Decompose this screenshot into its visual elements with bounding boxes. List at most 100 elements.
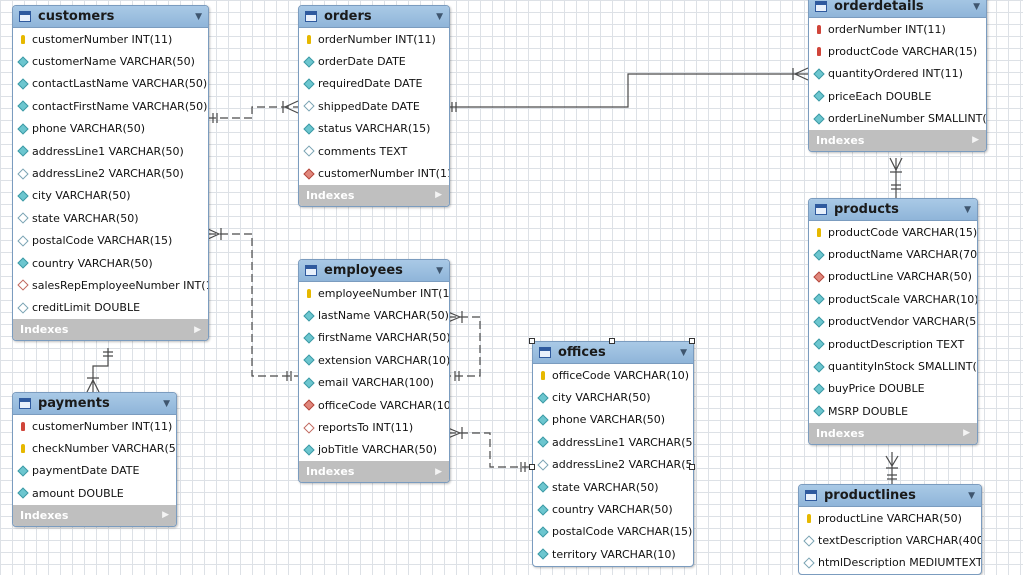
- expand-arrow-icon[interactable]: ▶: [435, 190, 442, 201]
- rel-orders-orderdetails[interactable]: [448, 73, 808, 108]
- table-header[interactable]: products▼: [809, 199, 977, 221]
- column-row[interactable]: comments TEXT: [299, 140, 449, 162]
- table-payments[interactable]: payments▼customerNumber INT(11)checkNumb…: [12, 392, 177, 527]
- column-row[interactable]: phone VARCHAR(50): [13, 118, 208, 140]
- column-row[interactable]: productVendor VARCHAR(50): [809, 311, 977, 333]
- column-row[interactable]: priceEach DOUBLE: [809, 85, 986, 107]
- column-row[interactable]: territory VARCHAR(10): [533, 543, 693, 565]
- column-row[interactable]: checkNumber VARCHAR(50): [13, 437, 176, 459]
- column-row[interactable]: amount DOUBLE: [13, 482, 176, 504]
- expand-arrow-icon[interactable]: ▶: [194, 324, 201, 335]
- table-header[interactable]: orderdetails▼: [809, 0, 986, 18]
- column-row[interactable]: customerNumber INT(11): [13, 415, 176, 437]
- column-row[interactable]: paymentDate DATE: [13, 460, 176, 482]
- rel-customers-orders[interactable]: [208, 106, 298, 119]
- column-row[interactable]: reportsTo INT(11): [299, 416, 449, 438]
- column-row[interactable]: requiredDate DATE: [299, 73, 449, 95]
- column-row[interactable]: country VARCHAR(50): [13, 252, 208, 274]
- column-row[interactable]: orderDate DATE: [299, 50, 449, 72]
- rel-employees-self[interactable]: [448, 316, 481, 377]
- indexes-section[interactable]: Indexes▶: [299, 461, 449, 483]
- chevron-down-icon[interactable]: ▼: [973, 1, 980, 12]
- resize-handle-top-right[interactable]: [689, 338, 695, 344]
- column-row[interactable]: orderLineNumber SMALLINT(6): [809, 108, 986, 130]
- column-row[interactable]: firstName VARCHAR(50): [299, 327, 449, 349]
- column-row[interactable]: country VARCHAR(50): [533, 498, 693, 520]
- column-row[interactable]: officeCode VARCHAR(10): [299, 394, 449, 416]
- column-row[interactable]: jobTitle VARCHAR(50): [299, 439, 449, 461]
- column-row[interactable]: city VARCHAR(50): [13, 185, 208, 207]
- column-row[interactable]: MSRP DOUBLE: [809, 400, 977, 422]
- column-row[interactable]: postalCode VARCHAR(15): [533, 521, 693, 543]
- column-row[interactable]: customerName VARCHAR(50): [13, 50, 208, 72]
- column-row[interactable]: customerNumber INT(11): [13, 28, 208, 50]
- column-row[interactable]: email VARCHAR(100): [299, 372, 449, 394]
- column-row[interactable]: city VARCHAR(50): [533, 386, 693, 408]
- table-header[interactable]: employees▼: [299, 260, 449, 282]
- chevron-down-icon[interactable]: ▼: [680, 347, 687, 358]
- chevron-down-icon[interactable]: ▼: [436, 265, 443, 276]
- chevron-down-icon[interactable]: ▼: [964, 204, 971, 215]
- column-row[interactable]: productLine VARCHAR(50): [799, 507, 981, 529]
- resize-handle-top-left[interactable]: [529, 338, 535, 344]
- column-row[interactable]: contactFirstName VARCHAR(50): [13, 95, 208, 117]
- column-row[interactable]: productName VARCHAR(70): [809, 243, 977, 265]
- indexes-section[interactable]: Indexes▶: [809, 422, 977, 444]
- table-offices[interactable]: offices▼officeCode VARCHAR(10)city VARCH…: [532, 341, 694, 567]
- table-employees[interactable]: employees▼employeeNumber INT(11)lastName…: [298, 259, 450, 484]
- column-row[interactable]: status VARCHAR(15): [299, 118, 449, 140]
- table-productlines[interactable]: productlines▼productLine VARCHAR(50)text…: [798, 484, 982, 575]
- column-row[interactable]: productLine VARCHAR(50): [809, 266, 977, 288]
- column-row[interactable]: textDescription VARCHAR(4000): [799, 529, 981, 551]
- column-row[interactable]: contactLastName VARCHAR(50): [13, 73, 208, 95]
- table-header[interactable]: orders▼: [299, 6, 449, 28]
- column-row[interactable]: customerNumber INT(11): [299, 162, 449, 184]
- column-row[interactable]: shippedDate DATE: [299, 95, 449, 117]
- column-row[interactable]: state VARCHAR(50): [13, 207, 208, 229]
- table-header[interactable]: productlines▼: [799, 485, 981, 507]
- column-row[interactable]: state VARCHAR(50): [533, 476, 693, 498]
- column-row[interactable]: extension VARCHAR(10): [299, 349, 449, 371]
- column-row[interactable]: quantityInStock SMALLINT(6): [809, 355, 977, 377]
- resize-handle-top-mid[interactable]: [609, 338, 615, 344]
- indexes-section[interactable]: Indexes▶: [809, 129, 986, 151]
- column-row[interactable]: htmlDescription MEDIUMTEXT: [799, 552, 981, 574]
- table-header[interactable]: customers▼: [13, 6, 208, 28]
- table-orderdetails[interactable]: orderdetails▼orderNumber INT(11)productC…: [808, 0, 987, 152]
- expand-arrow-icon[interactable]: ▶: [972, 135, 979, 146]
- column-row[interactable]: buyPrice DOUBLE: [809, 378, 977, 400]
- column-row[interactable]: productScale VARCHAR(10): [809, 288, 977, 310]
- chevron-down-icon[interactable]: ▼: [436, 11, 443, 22]
- column-row[interactable]: salesRepEmployeeNumber INT(11): [13, 274, 208, 296]
- column-row[interactable]: creditLimit DOUBLE: [13, 297, 208, 319]
- chevron-down-icon[interactable]: ▼: [163, 398, 170, 409]
- table-header[interactable]: payments▼: [13, 393, 176, 415]
- column-row[interactable]: addressLine1 VARCHAR(50): [13, 140, 208, 162]
- table-customers[interactable]: customers▼customerNumber INT(11)customer…: [12, 5, 209, 342]
- table-products[interactable]: products▼productCode VARCHAR(15)productN…: [808, 198, 978, 445]
- column-row[interactable]: lastName VARCHAR(50): [299, 304, 449, 326]
- column-row[interactable]: quantityOrdered INT(11): [809, 63, 986, 85]
- column-row[interactable]: officeCode VARCHAR(10): [533, 364, 693, 386]
- column-row[interactable]: addressLine2 VARCHAR(50): [13, 162, 208, 184]
- indexes-section[interactable]: Indexes▶: [299, 184, 449, 206]
- chevron-down-icon[interactable]: ▼: [968, 490, 975, 501]
- column-row[interactable]: productCode VARCHAR(15): [809, 40, 986, 62]
- chevron-down-icon[interactable]: ▼: [195, 11, 202, 22]
- column-row[interactable]: postalCode VARCHAR(15): [13, 230, 208, 252]
- rel-employees-offices[interactable]: [448, 432, 532, 468]
- expand-arrow-icon[interactable]: ▶: [162, 510, 169, 521]
- column-row[interactable]: productDescription TEXT: [809, 333, 977, 355]
- indexes-section[interactable]: Indexes▶: [13, 504, 176, 526]
- column-row[interactable]: addressLine2 VARCHAR(50): [533, 454, 693, 476]
- resize-handle-mid-right[interactable]: [689, 464, 695, 470]
- column-row[interactable]: employeeNumber INT(11): [299, 282, 449, 304]
- column-row[interactable]: orderNumber INT(11): [299, 28, 449, 50]
- expand-arrow-icon[interactable]: ▶: [435, 466, 442, 477]
- indexes-section[interactable]: Indexes▶: [13, 319, 208, 341]
- column-row[interactable]: productCode VARCHAR(15): [809, 221, 977, 243]
- expand-arrow-icon[interactable]: ▶: [963, 428, 970, 439]
- column-row[interactable]: phone VARCHAR(50): [533, 409, 693, 431]
- rel-customers-employees[interactable]: [208, 233, 298, 377]
- column-row[interactable]: addressLine1 VARCHAR(50): [533, 431, 693, 453]
